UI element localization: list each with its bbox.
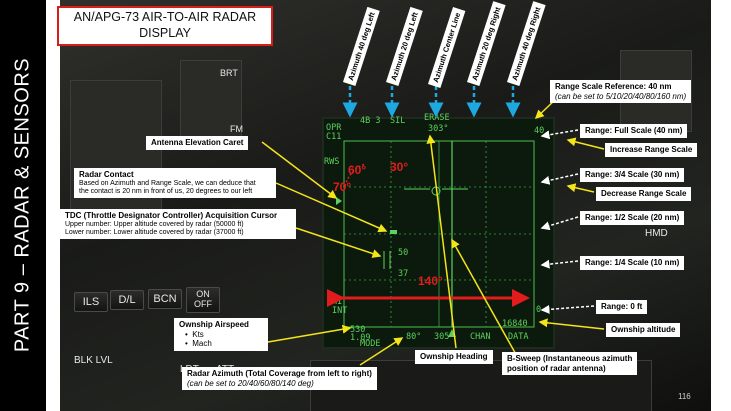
callout-half: Range: 1/2 Scale (20 nm) (580, 211, 685, 225)
callout-own-alt: Ownship altitude (606, 323, 681, 337)
radar-az-note: (can be set to 20/40/60/80/140 deg) (187, 378, 314, 388)
radar-az-title: Radar Azimuth (Total Coverage from left … (187, 369, 372, 378)
title-line2: DISPLAY (139, 26, 191, 40)
title-line1: AN/APG-73 AIR-TO-AIR RADAR (73, 10, 257, 25)
airspeed-title: Ownship Airspeed (179, 320, 249, 329)
label-30deg: 30° (390, 160, 409, 174)
sidebar-title: PART 9 – RADAR & SENSORS (11, 57, 34, 353)
screen-deg80: 80° (406, 332, 422, 342)
hmd-label: HMD (645, 228, 668, 239)
tdc-lower: Lower number: Lower altitude covered by … (65, 228, 244, 236)
radar-grid (336, 140, 535, 337)
label-140deg: 140° (418, 274, 443, 288)
label-60deg: 60° (348, 163, 367, 177)
screen-alt-lower: 37 (398, 269, 409, 279)
screen-range-40: 40 (534, 126, 545, 136)
on-label: ON (196, 289, 210, 300)
on-off-button[interactable]: ON OFF (186, 287, 220, 313)
title-box: AN/APG-73 AIR-TO-AIR RADAR DISPLAY (57, 6, 273, 46)
left-ddi-panel (70, 80, 162, 232)
screen-data: DATA (508, 332, 529, 342)
callout-tdc: TDC (Throttle Designator Controller) Acq… (60, 209, 296, 240)
label-70deg: 70° (333, 180, 352, 194)
bsweep-line1: B-Sweep (Instantaneous azimuth (507, 354, 633, 363)
radar-contact-body2: the contact is 20 nm in front of us, 20 … (79, 187, 253, 195)
screen-c11: C11 (326, 132, 342, 142)
blk-lvl-label: BLK LVL (74, 355, 113, 366)
tdc-title: TDC (Throttle Designator Controller) Acq… (65, 211, 278, 220)
radar-contact-body1: Based on Azimuth and Range Scale, we can… (79, 179, 256, 187)
tdc-upper: Upper number: Upper altitude covered by … (65, 220, 244, 228)
airspeed-mach: • Mach (185, 339, 212, 349)
bsweep-line2: position of radar antenna) (507, 363, 606, 373)
airspeed-mach-text: Mach (192, 339, 212, 349)
fm-label: FM (230, 124, 243, 134)
callout-increase: Increase Range Scale (605, 143, 698, 157)
radar-contact-brick (390, 230, 397, 234)
range-ref-note: (can be set to 5/10/20/40/80/160 nm) (555, 91, 687, 101)
page-number: 116 (678, 392, 691, 401)
callout-quarter: Range: 1/4 Scale (10 nm) (580, 256, 685, 270)
screen-int: INT (332, 306, 348, 316)
screen-mode: MODE (360, 339, 381, 349)
radar-contact-title: Radar Contact (79, 170, 134, 179)
off-label: OFF (194, 299, 212, 309)
screen-erase: ERASE (424, 113, 450, 123)
range-ref-title: Range Scale Reference: 40 nm (555, 82, 672, 91)
sidebar: PART 9 – RADAR & SENSORS (0, 0, 46, 411)
airspeed-kts: • Kts (185, 329, 204, 339)
callout-range-ref: Range Scale Reference: 40 nm (can be set… (550, 80, 692, 104)
callout-decrease: Decrease Range Scale (596, 187, 692, 201)
screen-own-alt: 16840 (502, 319, 528, 329)
screen-chan: CHAN (470, 332, 491, 342)
brt-label: BRT (220, 68, 238, 78)
callout-full-scale: Range: Full Scale (40 nm) (580, 124, 688, 138)
screen-rws: RWS (324, 157, 340, 167)
dl-button[interactable]: D/L (110, 290, 144, 310)
callout-3q: Range: 3/4 Scale (30 nm) (580, 168, 685, 182)
callout-airspeed: Ownship Airspeed • Kts • Mach (174, 318, 268, 351)
screen-heading-top: 303° (428, 124, 449, 134)
bcn-button[interactable]: BCN (148, 289, 182, 309)
radar-display: OPR C11 4B 3 SIL ERASE 303° RWS 40 50 37… (322, 113, 555, 349)
screen-speed1: 530 (350, 325, 366, 335)
callout-radar-contact: Radar Contact Based on Azimuth and Range… (74, 168, 276, 199)
callout-heading: Ownship Heading (415, 350, 493, 364)
screen-zero: 0 (536, 305, 542, 315)
callout-elevation-caret: Antenna Elevation Caret (146, 136, 249, 150)
callout-zero: Range: 0 ft (596, 300, 648, 314)
screen-hdg: 305 (434, 332, 450, 342)
screen-4b3: 4B 3 (360, 116, 381, 126)
screen-opr: OPR (326, 123, 342, 133)
screen-alt-upper: 50 (398, 248, 409, 258)
airspeed-kts-text: Kts (192, 329, 204, 339)
elevation-caret (336, 197, 342, 205)
screen-sil: SIL (390, 116, 406, 126)
ils-button[interactable]: ILS (74, 292, 108, 312)
callout-radar-azimuth: Radar Azimuth (Total Coverage from left … (182, 367, 377, 391)
callout-bsweep: B-Sweep (Instantaneous azimuth position … (502, 352, 638, 376)
